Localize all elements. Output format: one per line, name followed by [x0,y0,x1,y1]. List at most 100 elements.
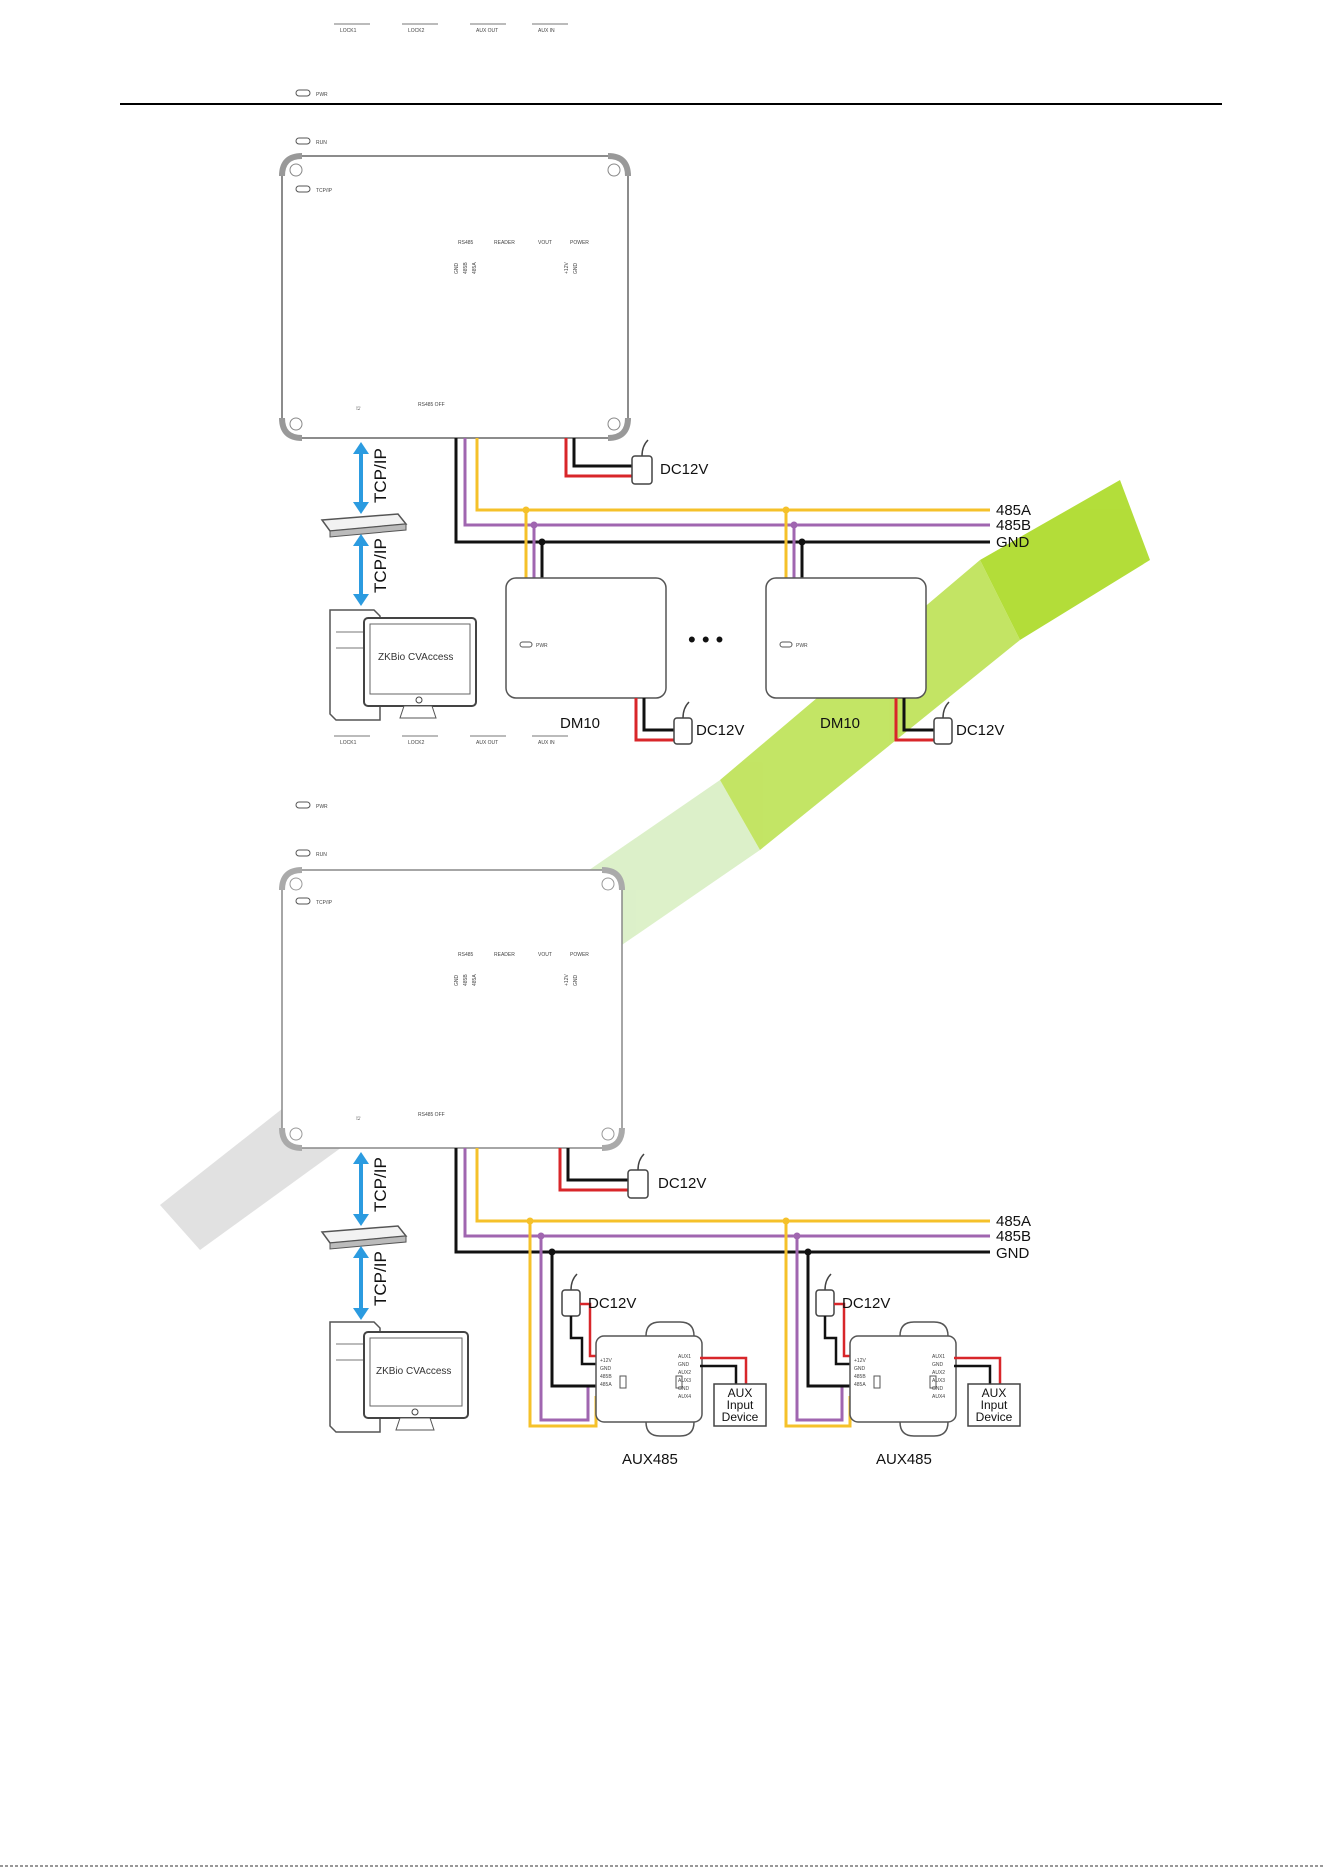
panel-psu[interactable]: DC12V [564,438,708,485]
bottom-port-label: READER [494,952,515,958]
aux-device-label: Input [727,1398,754,1412]
jumper [675,1375,683,1389]
junction-dot [804,1248,812,1256]
status-led [779,641,793,648]
rs485-off-label: RS485 OFF [418,402,445,408]
status-led [295,137,311,145]
aux485-module[interactable]: DC12V+12VGND485B485AAUX1GNDAUX2AUX3GNDAU… [526,1217,767,1469]
bottom-port-label: VOUT [538,952,552,958]
module-pin-label: AUX3 [678,1378,691,1384]
junction-dot [530,521,538,529]
module-pin-label: GND [678,1362,690,1368]
status-led [519,641,533,648]
junction-dot [537,1232,545,1240]
module-pin-label: AUX4 [678,1394,691,1400]
module-body [595,1335,703,1423]
status-led-label: PWR [536,643,548,649]
computer-workstation[interactable]: ZKBio CVAccess [329,1321,469,1433]
status-led-label: TCP/IP [316,188,333,194]
network-icon: ⛫ [356,1116,361,1122]
power-pin-label: +12V [564,974,570,986]
computer-workstation[interactable]: ZKBio CVAccess [329,609,477,721]
status-led-label: PWR [316,804,328,810]
port-group-label: LOCK2 [408,740,425,746]
junction-dot [522,506,530,514]
aux485-module[interactable]: DC12V+12VGND485B485AAUX1GNDAUX2AUX3GNDAU… [782,1217,1021,1469]
module-name-label: AUX485 [622,1451,678,1468]
network-icon: ⛫ [356,406,361,412]
psu-cable [824,1273,832,1291]
psu-adapter [561,1289,581,1317]
module-body [505,577,667,699]
tcpip-link-bottom[interactable]: TCP/IP [353,534,390,606]
junction-dot [782,1217,790,1225]
mount-ear [899,1421,949,1437]
module-pin-label: AUX2 [932,1370,945,1376]
psu-label: DC12V [956,722,1004,739]
tcpip-link-top[interactable]: TCP/IP [353,1152,390,1226]
module-body [849,1335,957,1423]
network-switch[interactable] [320,1225,408,1250]
rs485-bus-2: 485A 485B GND [454,1148,1031,1262]
bus-label-gnd: GND [996,1245,1030,1262]
bus-label-485b: 485B [996,1228,1031,1245]
status-led-label: RUN [316,140,327,146]
module-pin-label: GND [854,1366,866,1372]
tcpip-label: TCP/IP [371,538,390,593]
aux-device-label: Device [722,1410,759,1424]
module-pin-label: 485A [600,1382,612,1388]
status-led [295,897,311,905]
mount-ear [645,1321,695,1337]
network-switch[interactable] [320,513,408,538]
tcpip-link-bottom[interactable]: TCP/IP [353,1246,390,1320]
more-modules-ellipsis: • • • [688,627,723,652]
module-pin-label: +12V [600,1358,612,1364]
aux-input-device[interactable] [713,1383,767,1427]
port-group-label: AUX IN [538,740,555,746]
status-led-label: PWR [316,92,328,98]
rs485-pin-label: 485A [472,974,478,986]
tap-wire-485b [539,1236,596,1422]
rs485-off-label: RS485 OFF [418,1112,445,1118]
aux-device-label: AUX [982,1386,1007,1400]
bottom-port-label: POWER [570,952,589,958]
jumper [929,1375,937,1389]
module-pin-label: 485B [600,1374,612,1380]
software-logo: ZKBio CVAccess [378,652,453,663]
module-body [765,577,927,699]
module-pin-label: GND [600,1366,612,1372]
power-wire-ground [823,1316,850,1366]
power-wire-positive [834,1302,850,1358]
aux-input-device[interactable] [967,1383,1021,1427]
module-pin-label: 485A [854,1382,866,1388]
tcpip-label: TCP/IP [371,1251,390,1306]
module-pin-label: +12V [854,1358,866,1364]
tap-wire-gnd [550,1252,596,1388]
junction-dot [548,1248,556,1256]
power-wire-positive [580,1302,596,1358]
psu-adapter [815,1289,835,1317]
module-pin-label: GND [932,1386,944,1392]
module-name-label: AUX485 [876,1451,932,1468]
software-logo: ZKBio CVAccess [376,1366,451,1377]
psu-adapter [933,717,953,745]
power-wire-ground [569,1316,596,1366]
module-pin-label: GND [678,1386,690,1392]
tcpip-link-top[interactable]: TCP/IP [353,442,390,514]
module-pin-label: 485B [854,1374,866,1380]
tcpip-label: TCP/IP [371,448,390,503]
junction-dot [790,521,798,529]
mount-ear [645,1421,695,1437]
psu-cable [682,701,690,719]
jumper [873,1375,881,1389]
psu-label: DC12V [658,1175,706,1192]
junction-dot [793,1232,801,1240]
aux-ground-wire [700,1364,738,1384]
panel-psu[interactable]: DC12V [558,1148,706,1199]
